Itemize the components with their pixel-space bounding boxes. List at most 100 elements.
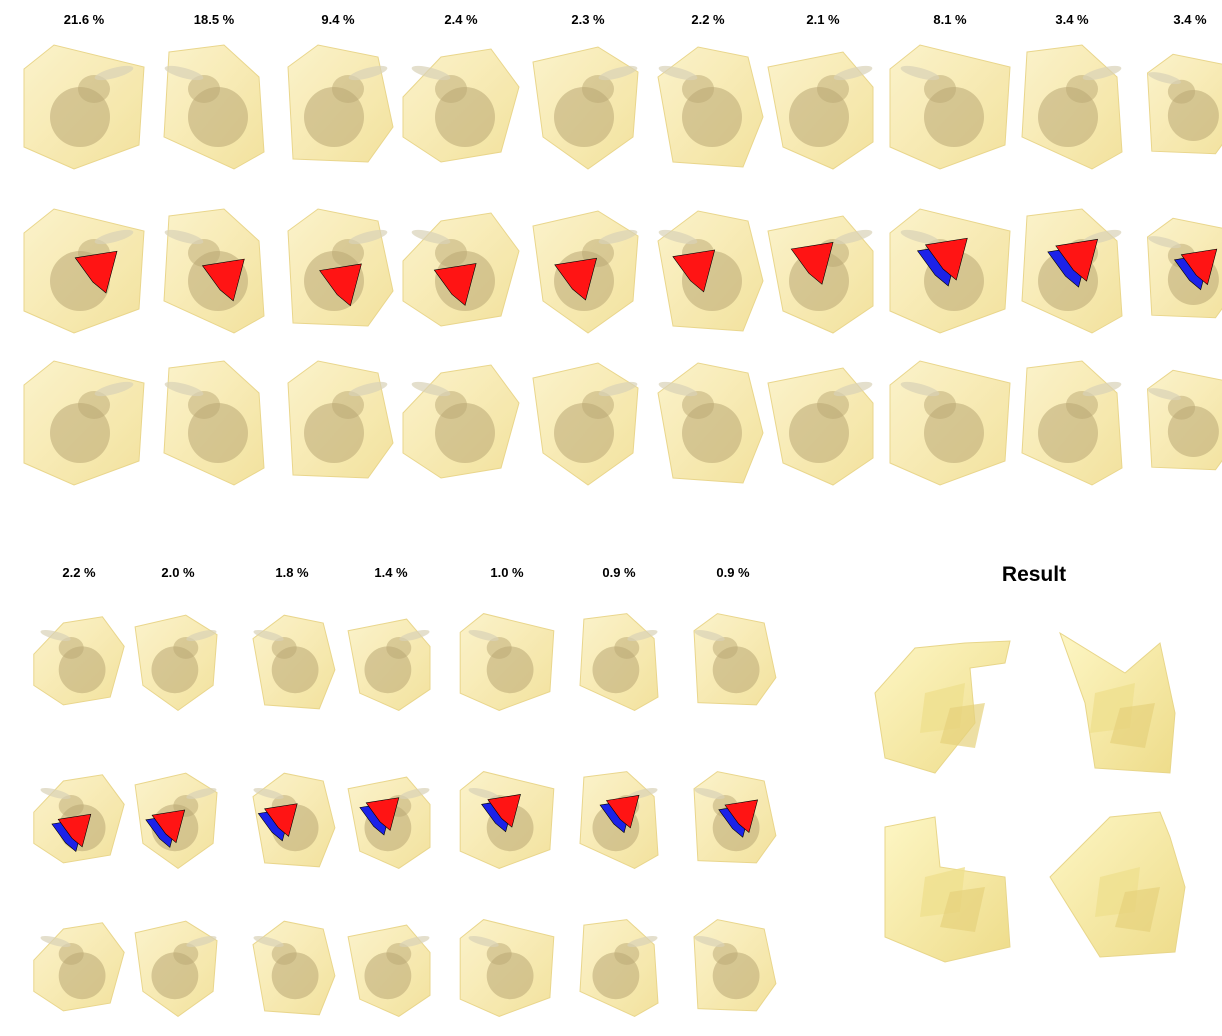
- bunny-ear: [399, 629, 430, 642]
- bunny-head: [614, 943, 640, 965]
- cut-red-region: [554, 257, 598, 301]
- bunny-ear: [627, 629, 658, 642]
- percentage-label: 2.3 %: [571, 12, 605, 27]
- bunny-head: [1066, 391, 1098, 419]
- bunny-head: [271, 637, 297, 659]
- bottom-iteration-grid: [33, 613, 777, 1018]
- bunny-head: [188, 239, 220, 267]
- bunny-head: [188, 391, 220, 419]
- percentage-label: 2.1 %: [806, 12, 840, 27]
- cut-red-region: [57, 813, 92, 848]
- bunny-ear: [253, 935, 284, 948]
- bunny-ear: [833, 229, 873, 245]
- bunny-ear: [253, 629, 284, 642]
- percentage-label: 18.5 %: [193, 12, 235, 27]
- bunny-ear: [40, 787, 71, 800]
- result-bunny-view: [1049, 811, 1186, 958]
- bunny-head: [435, 239, 467, 267]
- iteration-cell-row-2: [347, 924, 431, 1017]
- bunny-ear: [658, 229, 698, 245]
- iteration-cell-row-0: [532, 46, 639, 170]
- bunny-ear: [598, 65, 638, 81]
- bunny-ear: [164, 229, 204, 245]
- cut-red-region: [433, 263, 477, 306]
- iteration-cell-row-1: [33, 774, 125, 864]
- iteration-cell-row-1: [1021, 208, 1123, 334]
- percentage-label: 2.2 %: [62, 565, 96, 580]
- bunny-ear: [1148, 388, 1181, 401]
- bunny-ear: [1082, 381, 1122, 397]
- bunny-ear: [186, 629, 217, 642]
- bunny-head: [58, 637, 84, 659]
- bunny-ear: [411, 381, 451, 397]
- bunny-ear: [694, 935, 725, 948]
- iteration-cell-row-0: [347, 618, 431, 711]
- bunny-head: [682, 75, 714, 103]
- bunny-ear: [694, 629, 725, 642]
- iteration-cell-row-2: [163, 360, 265, 486]
- iteration-cell-row-1: [163, 208, 265, 334]
- iteration-cell-row-0: [579, 613, 659, 711]
- bunny-head: [435, 75, 467, 103]
- result-panel: [874, 631, 1186, 963]
- iteration-cell-row-2: [532, 362, 639, 486]
- percentage-label: 3.4 %: [1055, 12, 1089, 27]
- bunny-head: [614, 637, 640, 659]
- top-iteration-grid: [23, 44, 1222, 486]
- iteration-cell-row-0: [287, 44, 394, 163]
- bunny-head: [817, 75, 849, 103]
- bunny-ear: [186, 935, 217, 948]
- bunny-head: [332, 239, 364, 267]
- iteration-cell-row-1: [287, 208, 394, 327]
- bunny-head: [712, 637, 738, 659]
- percentage-label: 1.8 %: [275, 565, 309, 580]
- iteration-cell-row-2: [459, 919, 555, 1017]
- bunny-head: [58, 795, 84, 817]
- iteration-cell-row-2: [1021, 360, 1123, 486]
- iteration-cell-row-2: [252, 920, 336, 1016]
- result-facet: [1110, 703, 1155, 748]
- iteration-cell-row-0: [767, 51, 874, 170]
- iteration-cell-row-1: [252, 772, 336, 868]
- bunny-ear: [411, 229, 451, 245]
- cut-red-region: [672, 249, 716, 293]
- iteration-cell-row-0: [33, 616, 125, 706]
- iteration-cell-row-1: [23, 208, 145, 334]
- iteration-cell-row-0: [693, 613, 777, 706]
- bunny-ear: [40, 935, 71, 948]
- percentage-label: 2.4 %: [444, 12, 478, 27]
- iteration-cell-row-0: [23, 44, 145, 170]
- iteration-cell-row-0: [402, 48, 520, 163]
- iteration-cell-row-2: [889, 360, 1011, 486]
- bunny-head: [173, 637, 199, 659]
- bunny-head: [386, 943, 412, 965]
- bunny-ear: [399, 935, 430, 948]
- percentage-label: 21.6 %: [63, 12, 105, 27]
- iteration-cell-row-0: [134, 614, 218, 712]
- bunny-head: [486, 637, 512, 659]
- bunny-head: [1167, 395, 1196, 420]
- bunny-ear: [598, 381, 638, 397]
- result-bunny-view: [884, 816, 1011, 963]
- bunny-head: [582, 75, 614, 103]
- bunny-head: [817, 391, 849, 419]
- iteration-cell-row-2: [767, 367, 874, 486]
- bunny-head: [58, 943, 84, 965]
- iteration-cell-row-2: [33, 922, 125, 1012]
- cut-red-region: [264, 803, 298, 837]
- bunny-ear: [164, 381, 204, 397]
- iteration-cell-row-1: [767, 215, 874, 334]
- bunny-head: [332, 391, 364, 419]
- iteration-cell-row-1: [459, 771, 555, 869]
- iteration-cell-row-2: [402, 364, 520, 479]
- bunny-head: [188, 75, 220, 103]
- iteration-cell-row-1: [657, 210, 764, 332]
- bunny-ear: [468, 787, 499, 800]
- iteration-cell-row-1: [402, 212, 520, 327]
- cut-red-region: [365, 797, 400, 831]
- bunny-head: [386, 637, 412, 659]
- bunny-ear: [94, 381, 134, 397]
- cut-red-region: [74, 250, 118, 294]
- bunny-ear: [1082, 65, 1122, 81]
- iteration-cell-row-2: [134, 920, 218, 1018]
